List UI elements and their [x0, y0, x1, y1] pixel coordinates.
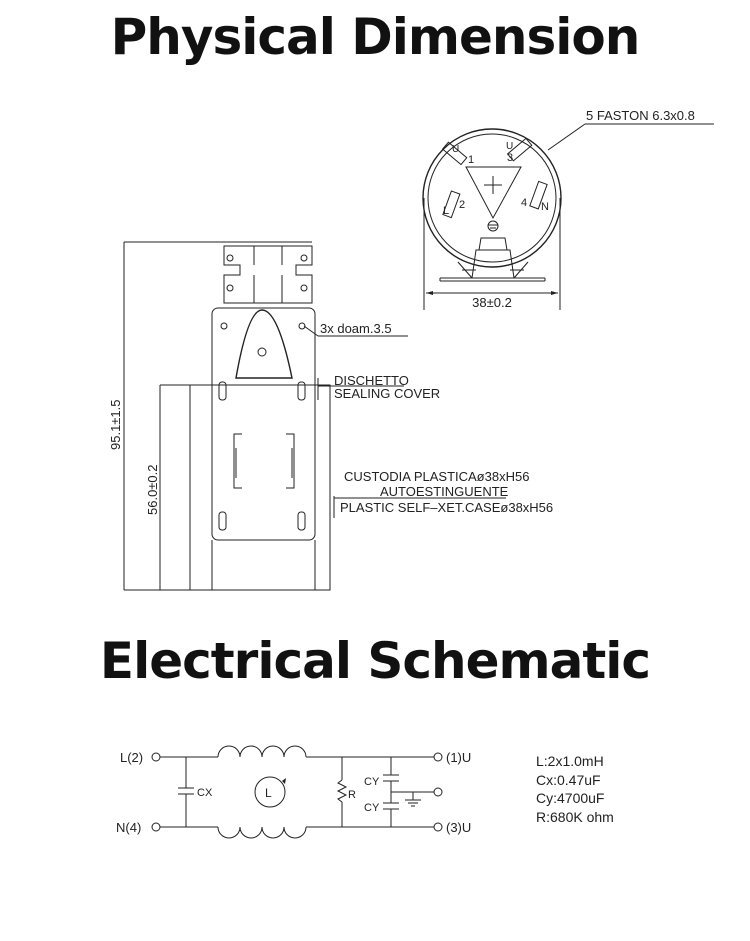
- pin-2-label: 2: [459, 199, 465, 211]
- pin-n-label: N: [541, 201, 549, 213]
- l-input-terminal: [151, 752, 161, 762]
- outer-circle: [422, 128, 562, 268]
- l-label: L: [265, 786, 272, 800]
- pin-u-label-2: U: [506, 141, 513, 152]
- pin-l-label: L: [443, 205, 449, 217]
- autoestinguente-label: AUTOESTINGUENTE: [380, 484, 509, 499]
- height-total-label: 95.1±1.5: [108, 399, 123, 450]
- spec-r: R:680K ohm: [536, 808, 614, 825]
- spec-cy: Cy:4700uF: [536, 790, 605, 806]
- faston-label: 5 FASTON 6.3x0.8: [586, 108, 695, 123]
- r-label: R: [348, 789, 356, 801]
- top-view: 1 3 2 4 L N U U 38±0.2 5 FASTON 6.3x0.8: [422, 108, 714, 310]
- physical-dimension-title: Physical Dimension: [110, 8, 641, 66]
- cy1-label: CY: [364, 776, 380, 788]
- height-case-label: 56.0±0.2: [145, 464, 160, 515]
- out-1-label: (1)U: [446, 750, 471, 765]
- pin-3-label: 3: [507, 152, 513, 164]
- pin-4-label: 4: [521, 197, 527, 209]
- inductor-core: [254, 776, 286, 808]
- sealing-cover-label: SEALING COVER: [334, 386, 440, 401]
- n-input-label: N(4): [116, 820, 141, 835]
- arch: [235, 309, 293, 379]
- ground-icon: [487, 220, 499, 232]
- ground-terminal: [433, 787, 443, 797]
- pin-u-label: U: [452, 144, 459, 155]
- electrical-schematic-title: Electrical Schematic: [99, 632, 651, 690]
- cx-label: CX: [197, 787, 213, 799]
- terminal-tabs: [223, 245, 313, 304]
- spec-inductance: L:2x1.0mH: [536, 753, 604, 769]
- n-input-terminal: [151, 822, 161, 832]
- pin-1-label: 1: [468, 154, 474, 166]
- l-input-label: L(2): [120, 750, 143, 765]
- dischetto-label: DISCHETTO: [334, 373, 409, 388]
- inductor-bottom: [217, 826, 307, 839]
- faston-tab-1: [441, 141, 468, 166]
- custodia-label: CUSTODIA PLASTICAø38xH56: [344, 469, 529, 484]
- schematic: L(2) N(4) (1)U (3)U CX L R: [116, 745, 471, 839]
- cy2-label: CY: [364, 802, 380, 814]
- faston-tab-3: [506, 137, 533, 162]
- triangle-marker: [465, 166, 522, 220]
- out-3-terminal: [433, 822, 443, 832]
- resistor: [336, 779, 348, 803]
- out-3-label: (3)U: [446, 820, 471, 835]
- hole-label: 3x doam.3.5: [320, 321, 392, 336]
- out-1-terminal: [433, 752, 443, 762]
- inner-circle: [427, 133, 557, 263]
- mount-body: [471, 249, 515, 279]
- plastic-case-label: PLASTIC SELF–XET.CASEø38xH56: [340, 500, 553, 515]
- spec-cx: Cx:0.47uF: [536, 771, 601, 788]
- mount-top: [478, 237, 508, 251]
- case-body: [189, 384, 331, 591]
- faston-tab-2: [442, 190, 461, 219]
- inductor-top: [217, 745, 307, 758]
- faston-tab-4: [529, 180, 548, 210]
- side-view: 95.1±1.5 56.0±0.2 3: [108, 241, 553, 591]
- diameter-label: 38±0.2: [472, 295, 512, 310]
- mounting-plate: [211, 307, 316, 541]
